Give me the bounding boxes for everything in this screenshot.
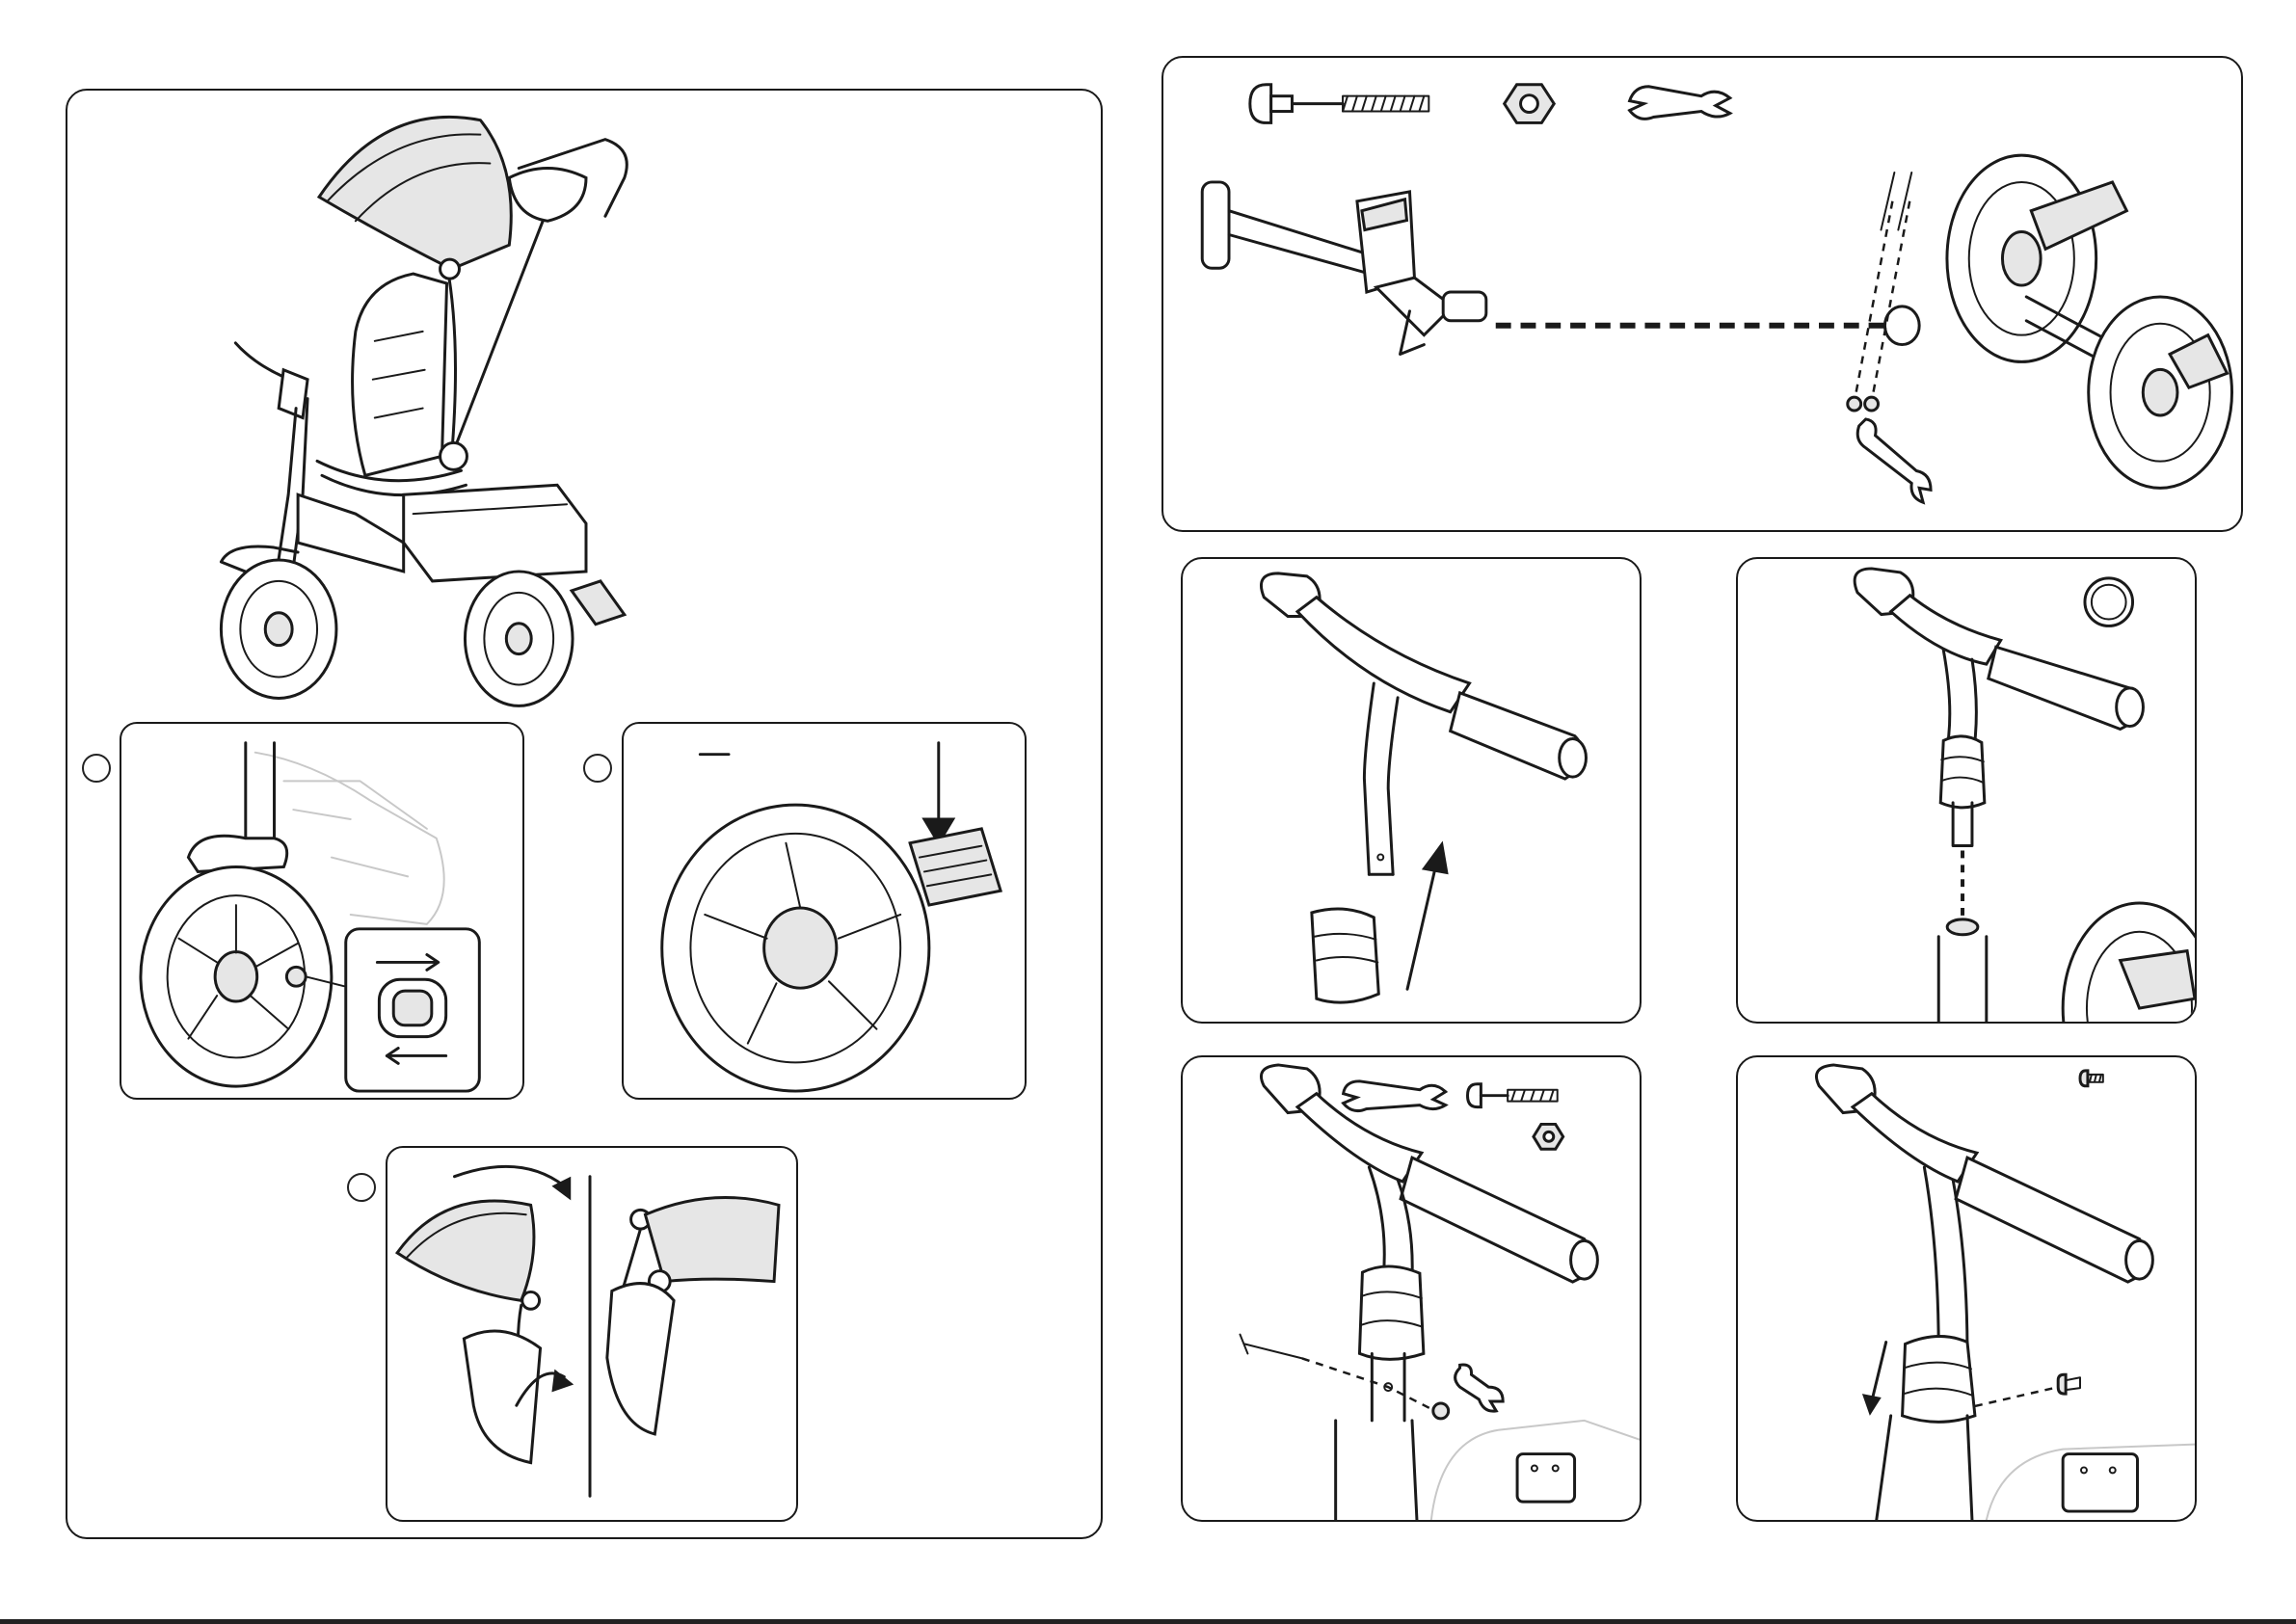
canopy-fold-illustration	[387, 1148, 796, 1520]
handlebar-step-1	[1181, 557, 1642, 1024]
handlebar-insert-illustration	[1183, 559, 1640, 1022]
nut-icon	[1534, 1124, 1563, 1149]
nut-icon	[1505, 85, 1555, 123]
handlebar-step-4	[1736, 1055, 2197, 1522]
substep-canopy	[386, 1146, 798, 1522]
step-marker-1	[82, 754, 111, 783]
handlebar-screw-illustration	[1738, 1057, 2195, 1520]
bolt-icon	[1468, 1084, 1558, 1107]
wrench-icon	[1344, 1081, 1446, 1111]
left-panel	[66, 89, 1103, 1539]
handlebar-step-3	[1181, 1055, 1642, 1522]
screw-icon	[2080, 1071, 2103, 1086]
rear-axle-illustration	[1163, 58, 2241, 530]
substep-front-wheel	[120, 722, 524, 1100]
handlebar-bolt-illustration	[1183, 1057, 1640, 1520]
wrench-icon	[1630, 87, 1730, 120]
rear-axle-panel	[1161, 56, 2243, 532]
handlebar-fork-illustration	[1738, 559, 2195, 1022]
page-bottom-rule	[0, 1619, 2296, 1624]
front-wheel-illustration	[121, 724, 522, 1098]
substep-rear-wheel	[622, 722, 1027, 1100]
step-marker-2	[583, 754, 612, 783]
rear-wheel-illustration	[624, 724, 1025, 1098]
handlebar-step-2	[1736, 557, 2197, 1024]
bolt-icon	[1250, 85, 1428, 123]
step-marker-3	[347, 1173, 376, 1202]
